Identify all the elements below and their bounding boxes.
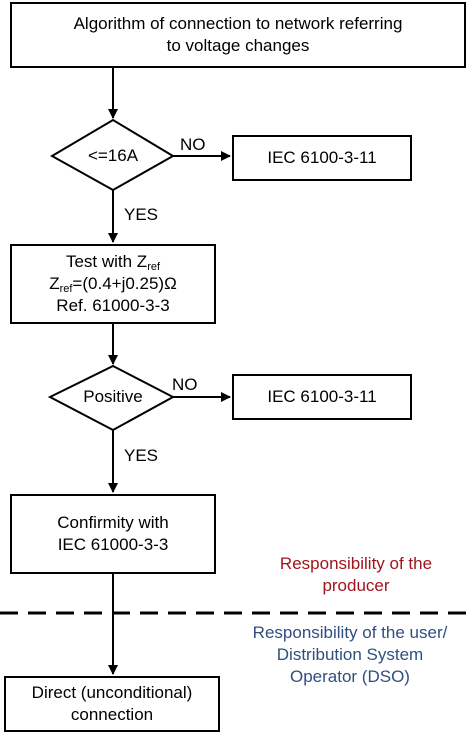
user-note-line2: Distribution System (276, 645, 424, 664)
start-box: Algorithm of connection to network refer… (10, 2, 466, 68)
start-box-line1: Algorithm of connection to network refer… (73, 14, 403, 33)
test-box: Test with Zref Zref=(0.4+j0.25)Ω Ref. 61… (10, 244, 216, 324)
decision2-diamond (47, 364, 176, 432)
test-box-line1-text: Test with Z (65, 252, 148, 271)
user-dso-responsibility-note: Responsibility of the user/ Distribution… (228, 622, 472, 688)
iec-box-2: IEC 6100-3-11 (232, 374, 412, 420)
decision2-yes-label: YES (124, 446, 159, 465)
test-box-line1: Test with Zref (66, 251, 160, 273)
decision1-diamond (49, 118, 175, 192)
producer-note-line1: Responsibility of the (279, 554, 433, 573)
end-box-line1: Direct (unconditional) (31, 683, 193, 702)
end-box: Direct (unconditional) connection (4, 676, 220, 732)
end-box-line2: connection (70, 705, 154, 724)
confirm-box-line2: IEC 61000-3-3 (57, 535, 169, 554)
iec-box-1-label: IEC 6100-3-11 (267, 148, 377, 167)
producer-responsibility-note: Responsibility of the producer (245, 553, 467, 597)
start-box-line2: to voltage changes (166, 36, 310, 55)
test-box-line1-sub: ref (147, 261, 161, 273)
test-box-line2-sub: ref (59, 283, 73, 295)
user-note-line3: Operator (DSO) (290, 667, 410, 686)
test-box-line3: Ref. 61000-3-3 (56, 296, 170, 315)
iec-box-2-label: IEC 6100-3-11 (267, 387, 377, 406)
producer-note-line2: producer (322, 576, 390, 595)
test-box-line2-text: Z (49, 274, 60, 293)
decision1-yes-label: YES (124, 205, 159, 224)
iec-box-1: IEC 6100-3-11 (232, 135, 412, 181)
confirm-box: Confirmity with IEC 61000-3-3 (10, 494, 216, 574)
decision1-label: <=16A (87, 146, 139, 165)
test-box-line2: Zref=(0.4+j0.25)Ω (49, 273, 177, 295)
user-note-line1: Responsibility of the user/ (252, 623, 448, 642)
decision2-label: Positive (83, 387, 143, 406)
confirm-box-line1: Confirmity with (57, 513, 169, 532)
test-box-line2-formula: =(0.4+j0.25)Ω (72, 274, 177, 293)
decision1-no-label: NO (180, 135, 206, 154)
decision2-no-label: NO (172, 375, 198, 394)
